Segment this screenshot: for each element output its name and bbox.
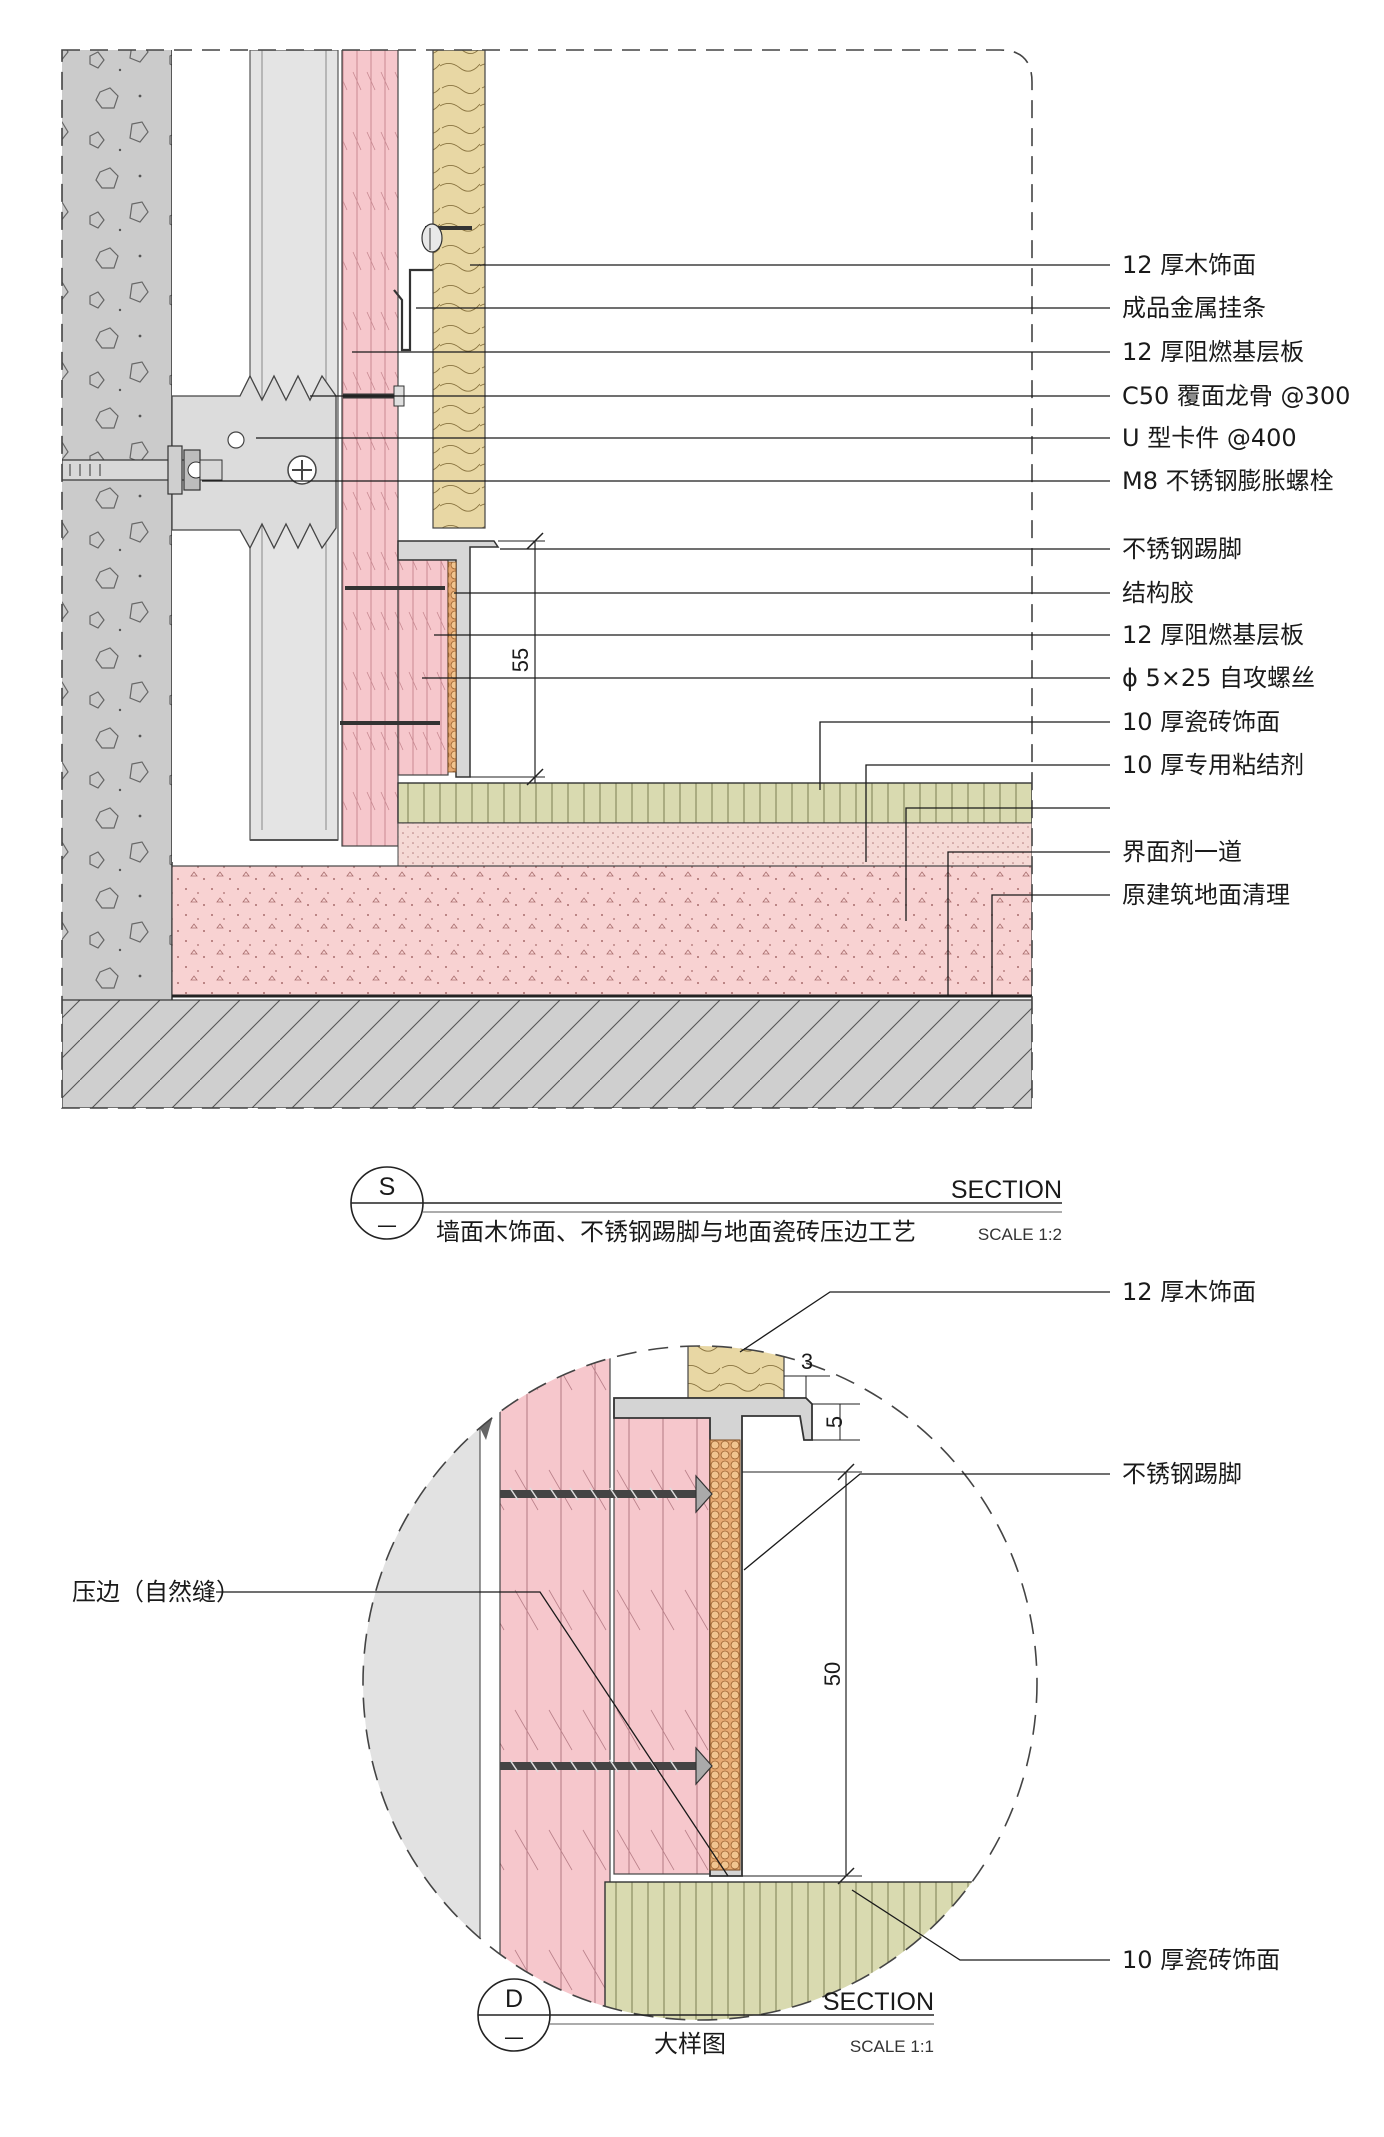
detail-board-front xyxy=(613,1403,719,1875)
metal-hanger xyxy=(393,268,433,352)
dimension-55 xyxy=(470,532,545,786)
floor-tile xyxy=(397,782,1032,824)
dimension-55-label: 55 xyxy=(508,648,533,672)
detail-wood-veneer xyxy=(687,1346,785,1399)
concrete-slab xyxy=(62,999,1032,1108)
section-s-symbol-top: S xyxy=(379,1173,396,1201)
expansion-bolt xyxy=(62,445,223,495)
label-base-board-lower: 12 厚阻燃基层板 xyxy=(1122,621,1304,649)
label-tile-adhesive: 10 厚专用粘结剂 xyxy=(1122,751,1304,779)
section-d-scale: SCALE 1:1 xyxy=(850,2037,934,2056)
label-structural-glue: 结构胶 xyxy=(1122,579,1194,607)
concrete-wall xyxy=(62,50,172,1000)
detail-screw-upper xyxy=(500,1474,713,1514)
label-floor-tile: 10 厚瓷砖饰面 xyxy=(1122,708,1280,736)
wood-veneer xyxy=(432,50,486,529)
label-self-tap-screw: ϕ 5×25 自攻螺丝 xyxy=(1122,664,1315,692)
detail-dim-50: 50 xyxy=(820,1662,845,1686)
section-s-word: SECTION xyxy=(951,1176,1062,1204)
section-s-title: 墙面木饰面、不锈钢踢脚与地面瓷砖压边工艺 xyxy=(436,1218,916,1246)
screw-top xyxy=(421,223,472,253)
tile-adhesive xyxy=(397,822,1032,867)
detail-board-back xyxy=(499,1346,611,2020)
detail-dimensions xyxy=(742,1375,862,1885)
section-s-title-block: S — SECTION 墙面木饰面、不锈钢踢脚与地面瓷砖压边工艺 SCALE 1… xyxy=(350,1166,1062,1246)
structural-glue xyxy=(447,561,457,773)
section-s-frame xyxy=(61,49,1033,1109)
section-d-title-block: D — SECTION 大样图 SCALE 1:1 xyxy=(477,1978,934,2058)
label-original-floor: 原建筑地面清理 xyxy=(1122,881,1290,909)
section-d-symbol-bottom: — xyxy=(504,2025,524,2049)
detail-circle-frame xyxy=(362,1345,1038,2021)
detail-label-edge: 压边（自然缝） xyxy=(72,1578,240,1606)
section-d-title: 大样图 xyxy=(654,2030,726,2058)
section-s-symbol-bottom: — xyxy=(377,1213,397,1237)
label-interface-agent: 界面剂一道 xyxy=(1122,838,1242,866)
section-d-drawing xyxy=(363,1346,1037,2020)
base-board xyxy=(341,50,399,847)
section-s-labels: 12 厚木饰面 成品金属挂条 12 厚阻燃基层板 C50 覆面龙骨 @300 U… xyxy=(1122,251,1350,909)
detail-label-wood-veneer: 12 厚木饰面 xyxy=(1122,1278,1256,1306)
u-clip xyxy=(171,374,337,550)
section-s-drawing xyxy=(62,50,1032,1108)
detail-dim-3: 3 xyxy=(801,1349,813,1374)
label-metal-hanger: 成品金属挂条 xyxy=(1122,294,1266,322)
section-d-symbol-top: D xyxy=(505,1985,523,2013)
section-s-leaders xyxy=(202,264,1110,996)
floor-screed xyxy=(171,865,1032,997)
detail-label-tile: 10 厚瓷砖饰面 xyxy=(1122,1946,1280,1974)
label-u-clip: U 型卡件 @400 xyxy=(1122,424,1297,452)
label-stainless-skirting: 不锈钢踢脚 xyxy=(1122,535,1242,563)
detail-screw-lower xyxy=(500,1746,713,1786)
label-c50-keel: C50 覆面龙骨 @300 xyxy=(1122,382,1350,410)
detail-structural-glue xyxy=(709,1439,741,1871)
label-expansion-bolt: M8 不锈钢膨胀螺栓 xyxy=(1122,467,1334,495)
label-base-board-upper: 12 厚阻燃基层板 xyxy=(1122,338,1304,366)
section-d-word: SECTION xyxy=(823,1988,934,2016)
section-d-leaders xyxy=(216,1291,1110,1961)
detail-dim-5: 5 xyxy=(822,1416,847,1428)
detail-label-skirting: 不锈钢踢脚 xyxy=(1122,1460,1242,1488)
label-wood-veneer: 12 厚木饰面 xyxy=(1122,251,1256,279)
section-s-scale: SCALE 1:2 xyxy=(978,1225,1062,1244)
